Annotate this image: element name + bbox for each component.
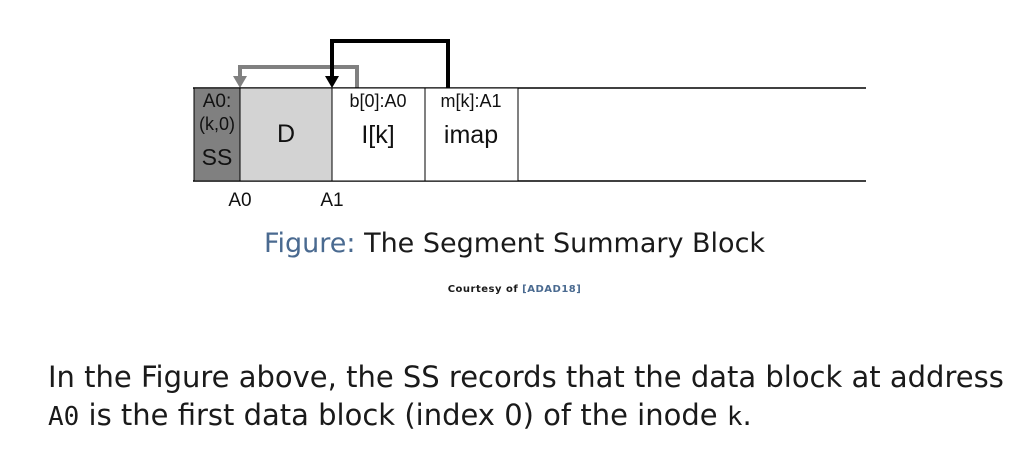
body-part1: In the Figure above, the SS records that…: [48, 360, 1004, 394]
ss-line2: (k,0): [199, 114, 235, 134]
imap-pointer: m[k]:A1: [440, 91, 501, 111]
body-paragraph: In the Figure above, the SS records that…: [48, 358, 1023, 436]
ss-line1: A0:: [203, 91, 232, 112]
figure-title: The Segment Summary Block: [364, 228, 766, 259]
citation-link[interactable]: [ADAD18]: [522, 284, 582, 295]
ss-pointer-arrowhead: [233, 76, 247, 88]
body-part3: .: [742, 398, 752, 432]
address-label-a1: A1: [320, 190, 343, 211]
address-code: A0: [48, 402, 80, 432]
segment-diagram: A0: (k,0) SS D b[0]:A0 I[k] m[k]:A1 imap…: [193, 39, 866, 211]
figure-label: Figure:: [263, 228, 356, 259]
d-label: D: [277, 120, 295, 148]
imap-block: [424, 87, 519, 182]
address-label-a0: A0: [228, 190, 251, 211]
inode-block: [331, 87, 426, 182]
d-block: [239, 87, 333, 182]
credit-text: Courtesy of: [447, 284, 519, 295]
imap-pointer-arrowhead: [325, 76, 339, 88]
ss-block: [193, 87, 241, 182]
inode-pointer: b[0]:A0: [349, 91, 406, 111]
imap-label: imap: [444, 121, 498, 149]
inode-code: k: [726, 402, 743, 432]
inode-label: I[k]: [361, 121, 394, 149]
figure-caption: Figure: The Segment Summary Block: [0, 228, 1029, 259]
ss-line3: SS: [202, 144, 233, 170]
body-part2: is the first data block (index 0) of the…: [88, 398, 718, 432]
figure-credit: Courtesy of [ADAD18]: [0, 284, 1029, 295]
ss-pointer-arrow: [238, 65, 359, 89]
imap-pointer-arrow: [330, 39, 450, 89]
